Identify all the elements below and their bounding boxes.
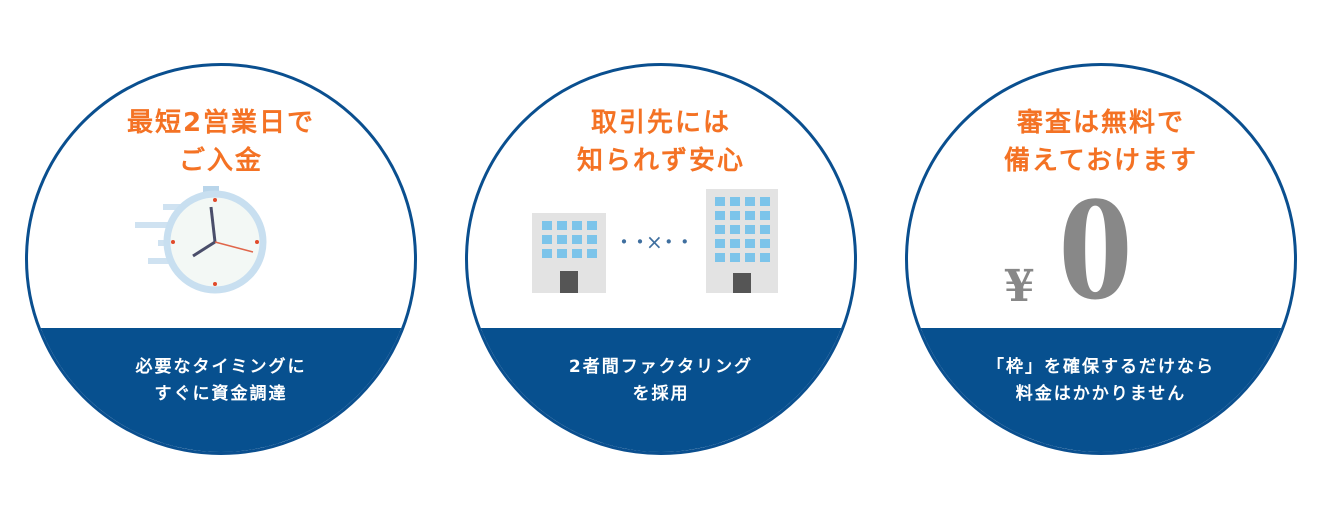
zero-amount: 0 — [1058, 165, 1133, 331]
feature-title: 最短2営業日で ご入金 — [28, 104, 414, 180]
stopwatch-icon — [135, 186, 267, 294]
title-line: 最短2営業日で — [126, 108, 316, 138]
building-left-icon — [532, 213, 606, 293]
title-line: 審査は無料で — [1016, 108, 1185, 138]
title-line: 備えておけます — [1004, 146, 1198, 176]
feature-band — [908, 328, 1294, 452]
building-right-icon — [706, 189, 778, 293]
feature-description: 「枠」を確保するだけなら 料金はかかりません — [908, 354, 1294, 408]
sub-line: 必要なタイミングに — [135, 357, 307, 377]
feature-title: 取引先には 知られず安心 — [468, 104, 854, 180]
sub-line: を採用 — [632, 384, 690, 404]
feature-description: 2者間ファクタリング を採用 — [468, 354, 854, 408]
feature-confidential: 取引先には 知られず安心 ・・×・・ 2者間ファクタリング を採用 — [465, 63, 857, 455]
yen-symbol: ¥ — [1004, 261, 1035, 312]
connector-text: ・・×・・ — [614, 230, 695, 254]
feature-fast-payment: 最短2営業日で ご入金 必要なタイミングに すぐに資金調達 — [25, 63, 417, 455]
title-line: 知られず安心 — [576, 146, 745, 176]
sub-line: 料金はかかりません — [1015, 384, 1187, 404]
feature-title: 審査は無料で 備えておけます — [908, 104, 1294, 180]
feature-band — [28, 328, 414, 452]
feature-description: 必要なタイミングに すぐに資金調達 — [28, 354, 414, 408]
title-line: ご入金 — [178, 146, 263, 176]
sub-line: すぐに資金調達 — [154, 384, 288, 404]
title-line: 取引先には — [590, 108, 731, 138]
sub-line: 2者間ファクタリング — [568, 357, 754, 377]
feature-band — [468, 328, 854, 452]
feature-free-review: 審査は無料で 備えておけます ¥ 0 「枠」を確保するだけなら 料金はかかりませ… — [905, 63, 1297, 455]
sub-line: 「枠」を確保するだけなら — [987, 357, 1215, 377]
